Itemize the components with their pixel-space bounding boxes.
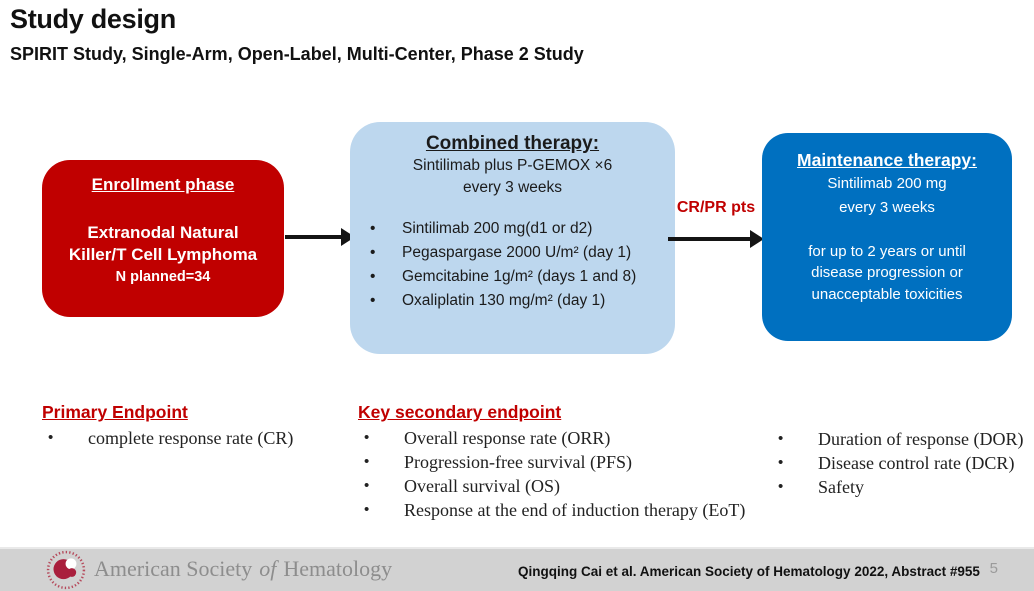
citation-text: Qingqing Cai et al. American Society of … xyxy=(518,564,980,579)
combined-therapy-box: Combined therapy: Sintilimab plus P-GEMO… xyxy=(350,122,675,354)
primary-endpoint-list: complete response rate (CR) xyxy=(42,427,354,451)
secondary-endpoint-section: Key secondary endpoint Overall response … xyxy=(358,402,798,523)
page-subtitle: SPIRIT Study, Single-Arm, Open-Label, Mu… xyxy=(10,44,584,64)
page-title: Study design xyxy=(10,4,176,34)
combined-therapy-heading: Combined therapy: xyxy=(425,133,600,154)
primary-endpoint-section: Primary Endpoint complete response rate … xyxy=(42,402,354,451)
endpoint-item: Overall response rate (ORR) xyxy=(358,427,798,451)
flow-arrow-icon xyxy=(668,230,764,248)
primary-endpoint-heading: Primary Endpoint xyxy=(42,402,188,422)
endpoint-item: Disease control rate (DCR) xyxy=(772,452,1030,476)
footer-bar: American Society of Hematology Qingqing … xyxy=(0,547,1034,591)
additional-endpoint-section: Duration of response (DOR) Disease contr… xyxy=(772,424,1030,500)
endpoint-item: Response at the end of induction therapy… xyxy=(358,499,798,523)
endpoint-item: complete response rate (CR) xyxy=(42,427,354,451)
maintenance-therapy-schedule: every 3 weeks xyxy=(839,198,935,216)
maintenance-therapy-duration: for up to 2 years or until disease progr… xyxy=(808,242,966,304)
brand-text-of: of xyxy=(259,556,277,581)
secondary-endpoint-list: Overall response rate (ORR) Progression-… xyxy=(358,427,798,523)
maintenance-therapy-box: Maintenance therapy: Sintilimab 200 mg e… xyxy=(762,133,1012,341)
endpoint-item: Duration of response (DOR) xyxy=(772,428,1030,452)
combined-therapy-schedule: every 3 weeks xyxy=(462,179,563,197)
drug-item: Pegaspargase 2000 U/m² (day 1) xyxy=(350,241,675,265)
combined-therapy-regimen: Sintilimab plus P-GEMOX ×6 xyxy=(412,157,613,174)
ash-logo-icon xyxy=(46,550,86,590)
page-number: 5 xyxy=(989,560,998,577)
crpr-patients-label: CR/PR pts xyxy=(676,199,756,216)
enrollment-phase-box: Enrollment phase Extranodal Natural Kill… xyxy=(42,160,284,317)
drug-item: Sintilimab 200 mg(d1 or d2) xyxy=(350,217,675,241)
enrollment-population: Extranodal Natural Killer/T Cell Lymphom… xyxy=(68,223,258,265)
enrollment-heading: Enrollment phase xyxy=(91,175,235,194)
flow-arrow-icon xyxy=(285,228,355,246)
endpoint-item: Overall survival (OS) xyxy=(358,475,798,499)
maintenance-therapy-dose: Sintilimab 200 mg xyxy=(827,175,947,192)
brand-text-part1: American Society xyxy=(94,556,253,581)
maintenance-therapy-heading: Maintenance therapy: xyxy=(797,150,977,170)
enrollment-n-planned: N planned=34 xyxy=(115,268,211,285)
additional-endpoint-list: Duration of response (DOR) Disease contr… xyxy=(772,428,1030,500)
combined-therapy-drug-list: Sintilimab 200 mg(d1 or d2) Pegaspargase… xyxy=(350,217,675,313)
endpoint-item: Safety xyxy=(772,476,1030,500)
drug-item: Oxaliplatin 130 mg/m² (day 1) xyxy=(350,289,675,313)
endpoint-item: Progression-free survival (PFS) xyxy=(358,451,798,475)
brand-text-part2: Hematology xyxy=(283,556,393,581)
drug-item: Gemcitabine 1g/m² (days 1 and 8) xyxy=(350,265,675,289)
ash-brand-text: American Society of Hematology xyxy=(94,556,392,582)
secondary-endpoint-heading: Key secondary endpoint xyxy=(358,402,562,422)
